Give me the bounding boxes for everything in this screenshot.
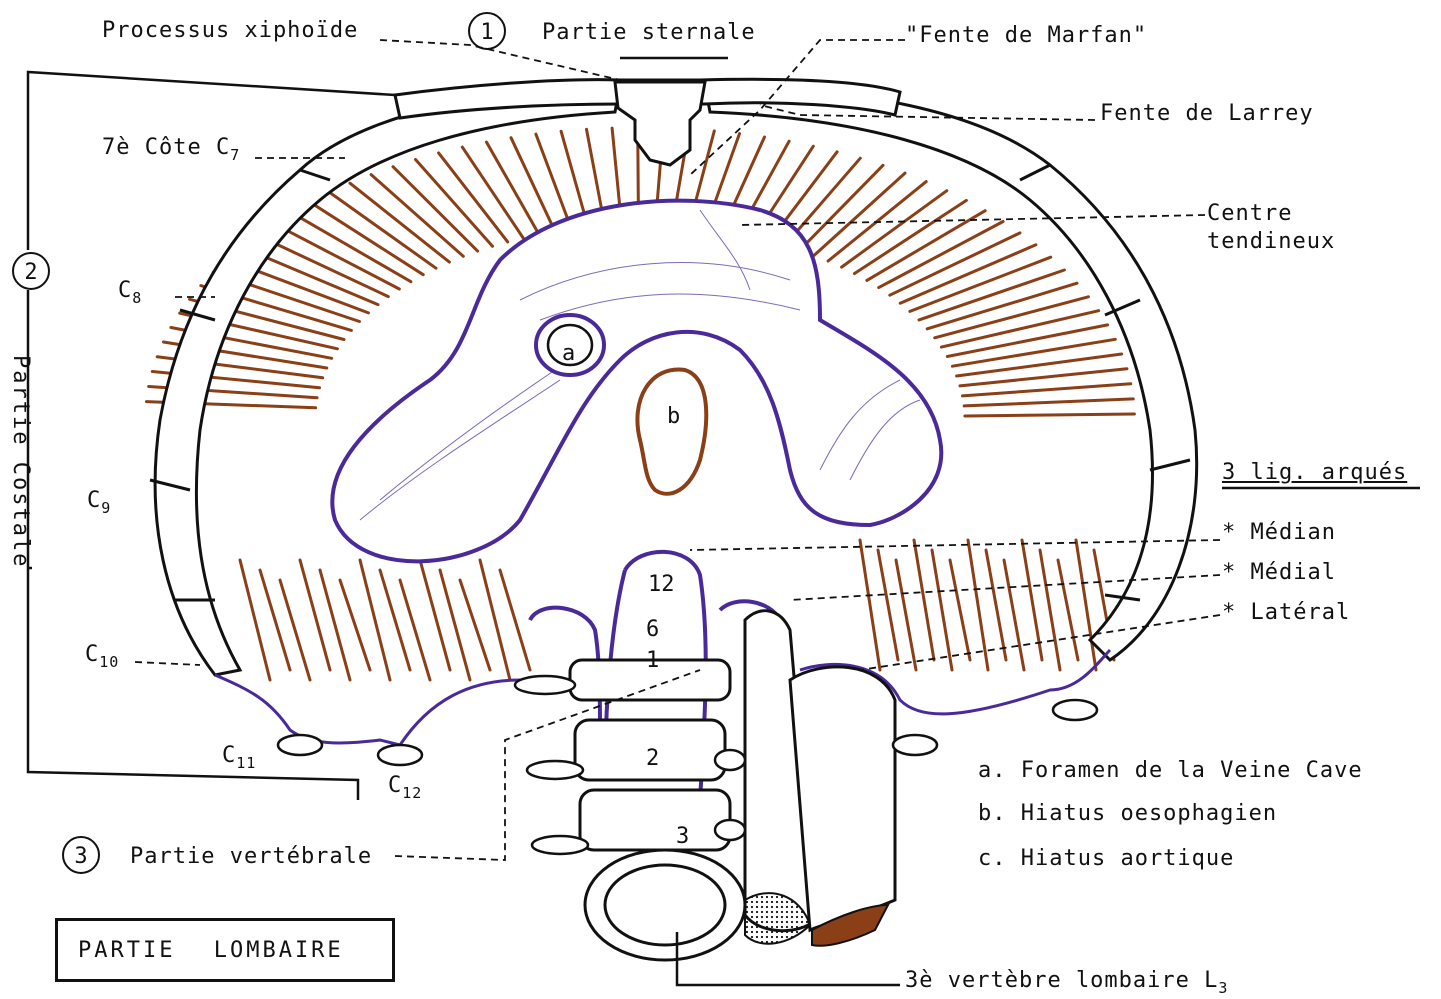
label-c9-text: C: [87, 488, 101, 513]
label-c9-sub: 9: [101, 499, 111, 517]
label-vertebre-l3-sub: 3: [1218, 979, 1228, 997]
label-partie-vertebrale: Partie vertébrale: [130, 846, 372, 868]
label-c11: C11: [222, 745, 256, 767]
legend-a: a. Foramen de la Veine Cave: [978, 758, 1363, 783]
label-median-row: * Médian: [1222, 522, 1336, 544]
label-c10-sub: 10: [99, 653, 119, 671]
label-processus-xiphoide: Processus xiphoïde: [102, 20, 358, 42]
label-c11-text: C: [222, 743, 236, 768]
label-lateral-row: * Latéral: [1222, 602, 1350, 624]
label-fente-marfan: "Fente de Marfan": [905, 25, 1147, 47]
label-c12-sub: 12: [402, 784, 422, 802]
label-c11-sub: 11: [236, 754, 256, 772]
label-c12: C12: [388, 775, 422, 797]
label-c12-text: C: [388, 773, 402, 798]
label-c8-sub: 8: [132, 289, 142, 307]
label-c10-text: C: [85, 642, 99, 667]
label-lateral: Latéral: [1251, 600, 1351, 625]
star-lateral: *: [1222, 600, 1236, 625]
legend-b: b. Hiatus oesophagien: [978, 801, 1277, 826]
label-cote-7: 7è Côte C7: [102, 137, 240, 159]
label-cote-7-text: 7è Côte C: [102, 135, 230, 160]
label-medial-row: * Médial: [1222, 562, 1336, 584]
label-partie-costale: Partie Costale: [8, 355, 33, 568]
label-partie-sternale: Partie sternale: [542, 22, 756, 44]
star-median: *: [1222, 520, 1236, 545]
part-number-2: 2: [12, 252, 50, 290]
partie-lombaire-box: PARTIE LOMBAIRE: [55, 918, 395, 982]
label-median: Médian: [1251, 520, 1336, 545]
label-centre: Centre: [1207, 203, 1292, 225]
label-c10: C10: [85, 644, 119, 666]
label-c8-text: C: [118, 278, 132, 303]
label-fente-larrey: Fente de Larrey: [1100, 103, 1314, 125]
muscle-fibre: [965, 414, 1135, 416]
label-cote-7-sub: 7: [230, 146, 240, 164]
part-number-1: 1: [468, 12, 506, 50]
mark-b: b: [667, 404, 680, 429]
mark-vertebra-12: 12: [648, 572, 675, 597]
mark-vertebra-2: 2: [646, 746, 659, 771]
part-number-3: 3: [62, 836, 100, 874]
mark-a: a: [562, 341, 575, 366]
label-vertebre-l3-text: 3è vertèbre lombaire L: [905, 968, 1218, 993]
mark-vertebra-6: 6: [646, 617, 659, 642]
label-partie-lombaire: PARTIE LOMBAIRE: [78, 938, 344, 963]
quadratus-lumborum: [790, 667, 895, 930]
legend-c: c. Hiatus aortique: [978, 846, 1234, 871]
label-lig-arques: 3 lig. arqués: [1222, 462, 1407, 484]
lumbar-vertebrae: [570, 660, 745, 960]
label-tendineux: tendineux: [1207, 231, 1335, 253]
label-c9: C9: [87, 490, 111, 512]
label-medial: Médial: [1251, 560, 1336, 585]
label-c8: C8: [118, 280, 142, 302]
mark-vertebra-1: 1: [646, 648, 659, 673]
label-vertebre-l3: 3è vertèbre lombaire L3: [905, 970, 1228, 992]
mark-vertebra-3: 3: [676, 824, 689, 849]
star-medial: *: [1222, 560, 1236, 585]
